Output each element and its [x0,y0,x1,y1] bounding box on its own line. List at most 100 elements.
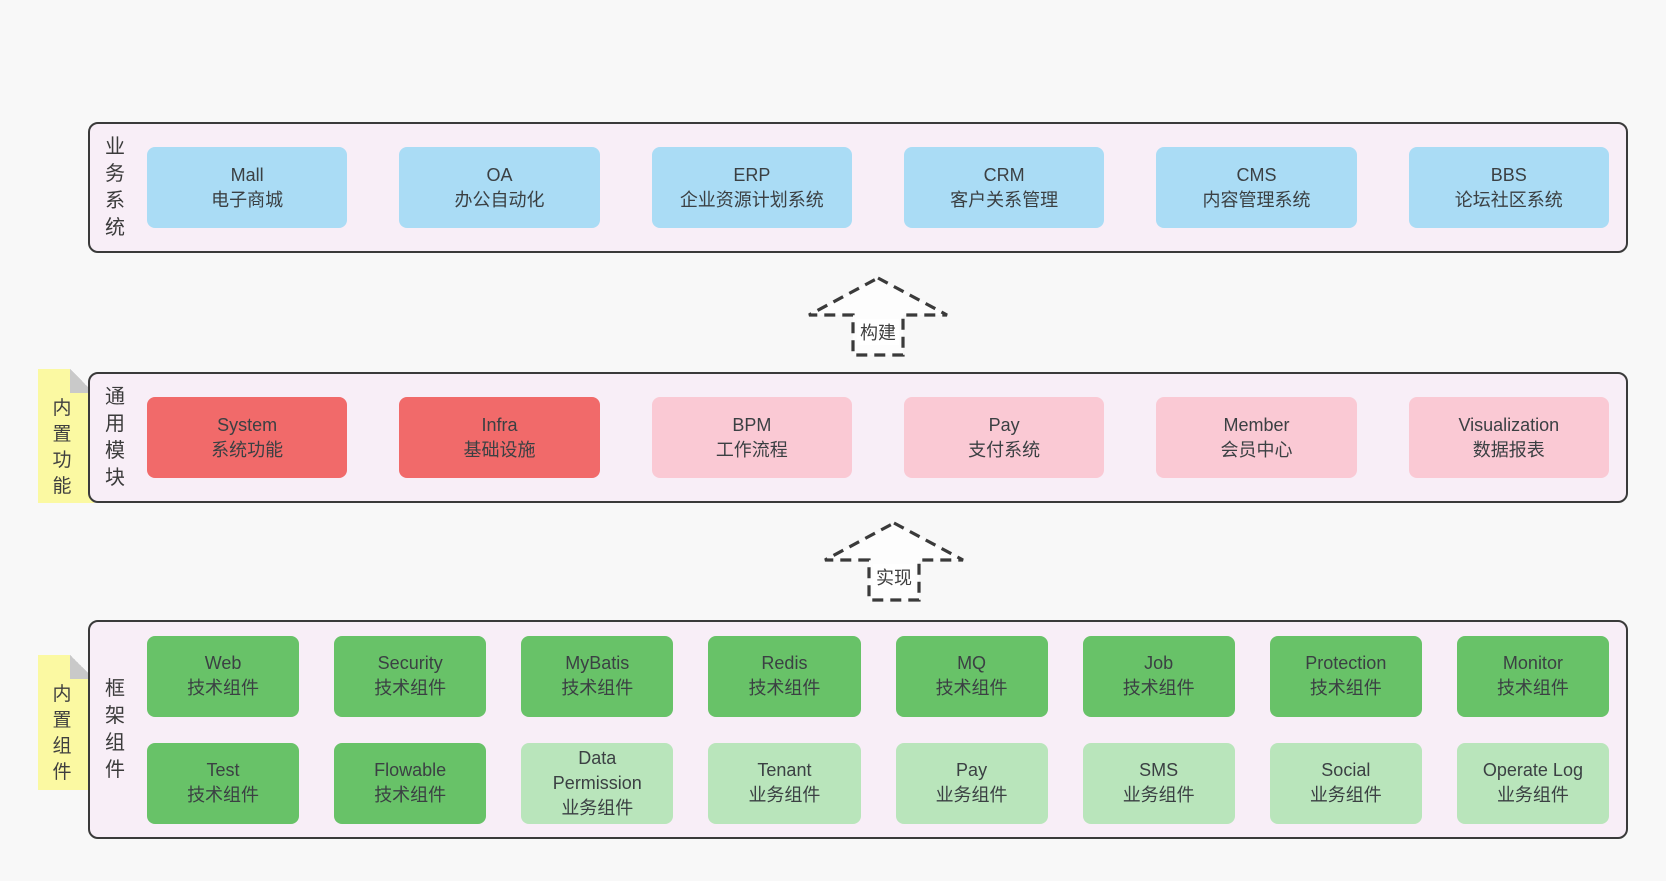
box-pay-module: Pay 支付系统 [903,397,1105,478]
box-subtitle: 电子商城 [211,189,284,210]
box-title: Test [206,760,240,780]
box-subtitle: 技术组件 [1496,678,1569,698]
box-title: Data Permission [552,747,642,793]
box-title: Redis [761,653,808,673]
box-subtitle: 企业资源计划系统 [679,189,824,210]
box-title: Flowable [374,760,447,780]
box-title: Web [204,653,242,673]
box-subtitle: 技术组件 [187,678,260,698]
common-modules-label: 通用模块 [105,385,125,489]
up-arrow-icon [824,521,964,602]
box-subtitle: 论坛社区系统 [1454,189,1563,210]
box-subtitle: 业务组件 [1309,785,1382,805]
box-subtitle: 技术组件 [561,678,634,698]
build-arrow-label: 构建 [857,319,899,345]
box-title: Pay [956,760,988,780]
box-web: Web 技术组件 [147,635,300,717]
box-subtitle: 业务组件 [561,797,634,818]
business-systems-container: 业务系统 Mall 电子商城 OA 办公自动化 ERP 企业资源计划系统 CRM… [88,122,1628,253]
box-title: BBS [1490,164,1527,185]
box-test: Test 技术组件 [147,742,300,824]
framework-row-2: Test 技术组件 Flowable 技术组件 Data Permission … [147,742,1609,824]
box-protection: Protection 技术组件 [1269,635,1422,717]
box-mall: Mall 电子商城 [147,147,348,228]
box-title: Visualization [1458,414,1560,435]
implement-arrow: 实现 [822,520,966,603]
box-subtitle: 技术组件 [748,678,821,698]
box-subtitle: 工作流程 [715,439,788,460]
box-visualization: Visualization 数据报表 [1408,397,1609,478]
box-job: Job 技术组件 [1082,635,1235,717]
common-modules-container: 通用模块 System 系统功能 Infra 基础设施 BPM 工作流程 Pay… [88,372,1628,503]
business-systems-label: 业务系统 [105,135,125,239]
box-title: BPM [732,414,772,435]
implement-arrow-label: 实现 [873,564,915,590]
box-crm: CRM 客户关系管理 [903,147,1105,228]
box-subtitle: 业务组件 [748,785,821,805]
box-subtitle: 客户关系管理 [950,189,1059,210]
box-subtitle: 技术组件 [187,785,260,805]
business-systems-boxes: Mall 电子商城 OA 办公自动化 ERP 企业资源计划系统 CRM 客户关系… [127,124,1626,251]
box-title: MyBatis [565,653,630,673]
box-title: Job [1144,653,1174,673]
box-mybatis: MyBatis 技术组件 [521,635,674,717]
box-subtitle: 业务组件 [935,785,1008,805]
box-title: Security [377,653,443,673]
box-title: Mall [230,164,264,185]
box-system: System 系统功能 [147,397,348,478]
box-title: Social [1321,760,1371,780]
build-arrow: 构建 [806,275,950,358]
box-subtitle: 办公自动化 [454,189,545,210]
box-title: Operate Log [1482,760,1583,780]
box-subtitle: 基础设施 [463,439,536,460]
box-title: System [217,414,278,435]
box-title: OA [486,164,513,185]
box-title: Pay [988,414,1020,435]
box-operate-log: Operate Log 业务组件 [1456,742,1609,824]
up-arrow-icon [808,276,948,357]
box-mq: MQ 技术组件 [895,635,1048,717]
box-security: Security 技术组件 [334,635,487,717]
common-modules-boxes: System 系统功能 Infra 基础设施 BPM 工作流程 Pay 支付系统… [127,374,1626,501]
box-subtitle: 技术组件 [935,678,1008,698]
builtin-components-note-text: 内置组件 [52,684,72,783]
box-sms: SMS 业务组件 [1082,742,1235,824]
box-title: Member [1223,414,1290,435]
box-subtitle: 系统功能 [211,439,284,460]
box-subtitle: 会员中心 [1220,439,1293,460]
framework-components-rows: Web 技术组件 Security 技术组件 MyBatis 技术组件 Redi… [127,622,1626,837]
box-bpm: BPM 工作流程 [651,397,852,478]
builtin-features-note: 内置功能 [38,369,94,503]
box-subtitle: 技术组件 [374,785,447,805]
box-cms: CMS 内容管理系统 [1156,147,1357,228]
box-infra: Infra 基础设施 [399,397,600,478]
box-subtitle: 技术组件 [1122,678,1195,698]
box-erp: ERP 企业资源计划系统 [651,147,852,228]
box-title: MQ [957,653,987,673]
builtin-features-note-text: 内置功能 [52,398,72,497]
framework-components-label: 框架组件 [105,677,125,781]
box-subtitle: 数据报表 [1472,439,1545,460]
box-title: CMS [1236,164,1277,185]
box-subtitle: 技术组件 [1309,678,1382,698]
framework-row-1: Web 技术组件 Security 技术组件 MyBatis 技术组件 Redi… [147,635,1609,717]
box-monitor: Monitor 技术组件 [1456,635,1609,717]
box-title: Monitor [1502,653,1563,673]
box-pay-component: Pay 业务组件 [895,742,1048,824]
box-subtitle: 业务组件 [1122,785,1195,805]
box-bbs: BBS 论坛社区系统 [1408,147,1609,228]
box-title: Protection [1305,653,1387,673]
box-title: Infra [481,414,518,435]
box-subtitle: 技术组件 [374,678,447,698]
box-title: SMS [1139,760,1179,780]
box-subtitle: 内容管理系统 [1202,189,1311,210]
box-redis: Redis 技术组件 [708,635,861,717]
framework-components-container: 框架组件 Web 技术组件 Security 技术组件 MyBatis 技术组件… [88,620,1628,839]
box-member: Member 会员中心 [1156,397,1357,478]
builtin-components-note: 内置组件 [38,655,94,790]
box-data-permission: Data Permission 业务组件 [521,742,674,824]
box-subtitle: 业务组件 [1496,785,1569,805]
box-title: CRM [983,164,1025,185]
box-title: Tenant [757,760,812,780]
